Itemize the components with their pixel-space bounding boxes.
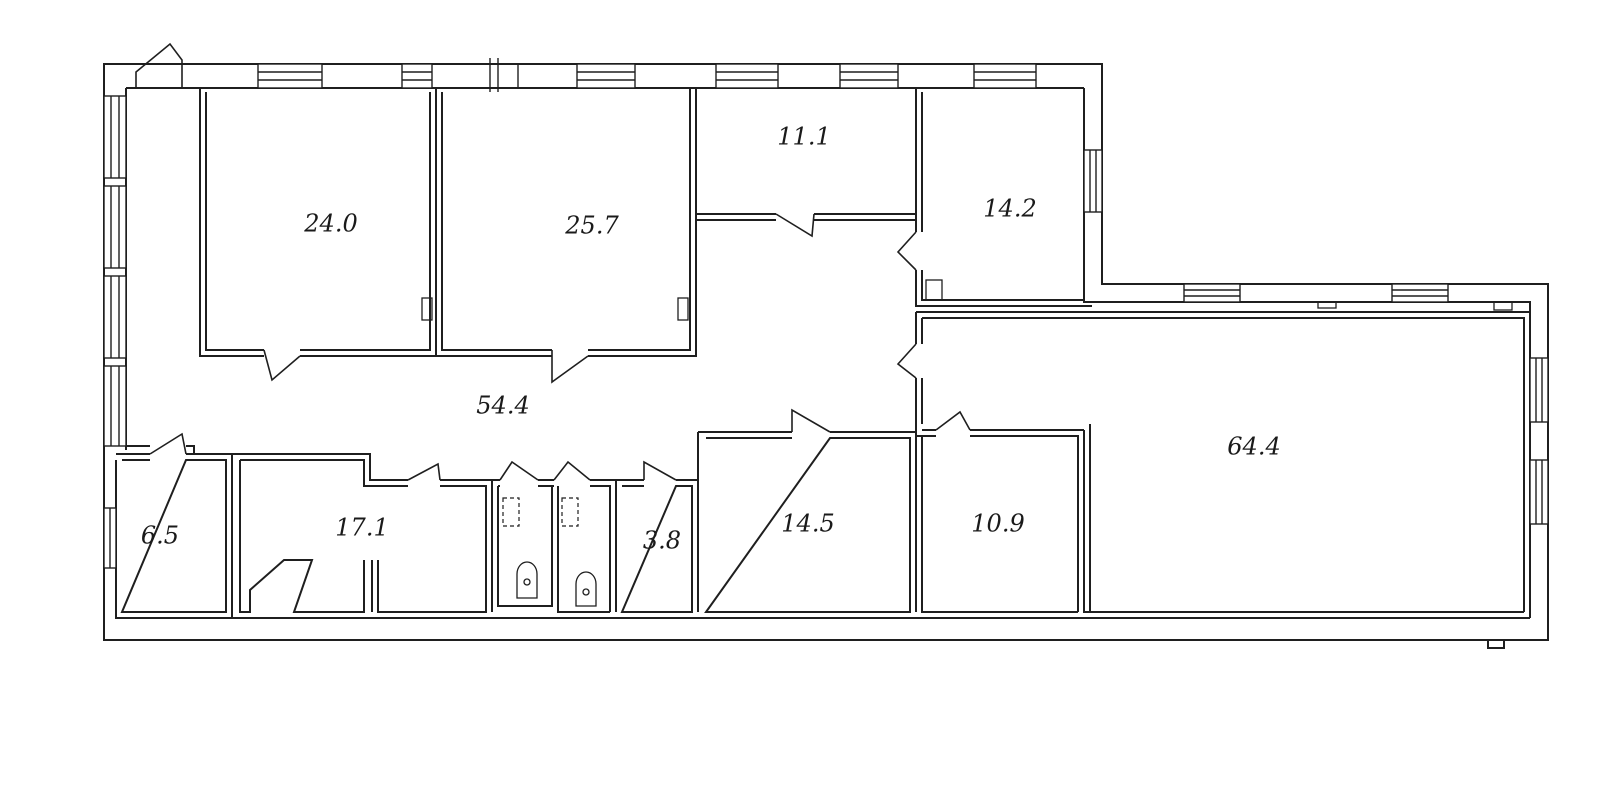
room-area-14-2: 14.2 xyxy=(983,195,1036,223)
room-area-6-5: 6.5 xyxy=(141,522,179,550)
room-area-24: 24.0 xyxy=(303,210,357,238)
room-area-3-8: 3.8 xyxy=(643,527,681,555)
room-area-10-9: 10.9 xyxy=(971,510,1024,538)
room-area-14-5: 14.5 xyxy=(781,510,834,538)
room-25-walls xyxy=(436,88,697,357)
room-14-5-walls xyxy=(697,431,916,613)
windows xyxy=(103,63,1549,569)
room-area-11-1: 11.1 xyxy=(777,123,830,151)
room-3-8-walls xyxy=(615,479,698,613)
room-6-5-walls xyxy=(116,445,232,613)
room-area-25-7: 25.7 xyxy=(564,212,619,240)
room-area-54-4: 54.4 xyxy=(476,392,529,420)
room-17-1-walls xyxy=(231,453,492,618)
room-area-17-1: 17.1 xyxy=(335,514,388,542)
doors xyxy=(135,42,971,481)
room-11-walls xyxy=(696,88,917,221)
room-10-9-walls xyxy=(915,429,1084,613)
wc-walls xyxy=(491,479,616,613)
room-area-64-4: 64.4 xyxy=(1227,433,1280,461)
room-14-2-walls xyxy=(915,88,1092,307)
room-64-walls xyxy=(915,311,1530,613)
riser-marks xyxy=(489,58,1513,311)
